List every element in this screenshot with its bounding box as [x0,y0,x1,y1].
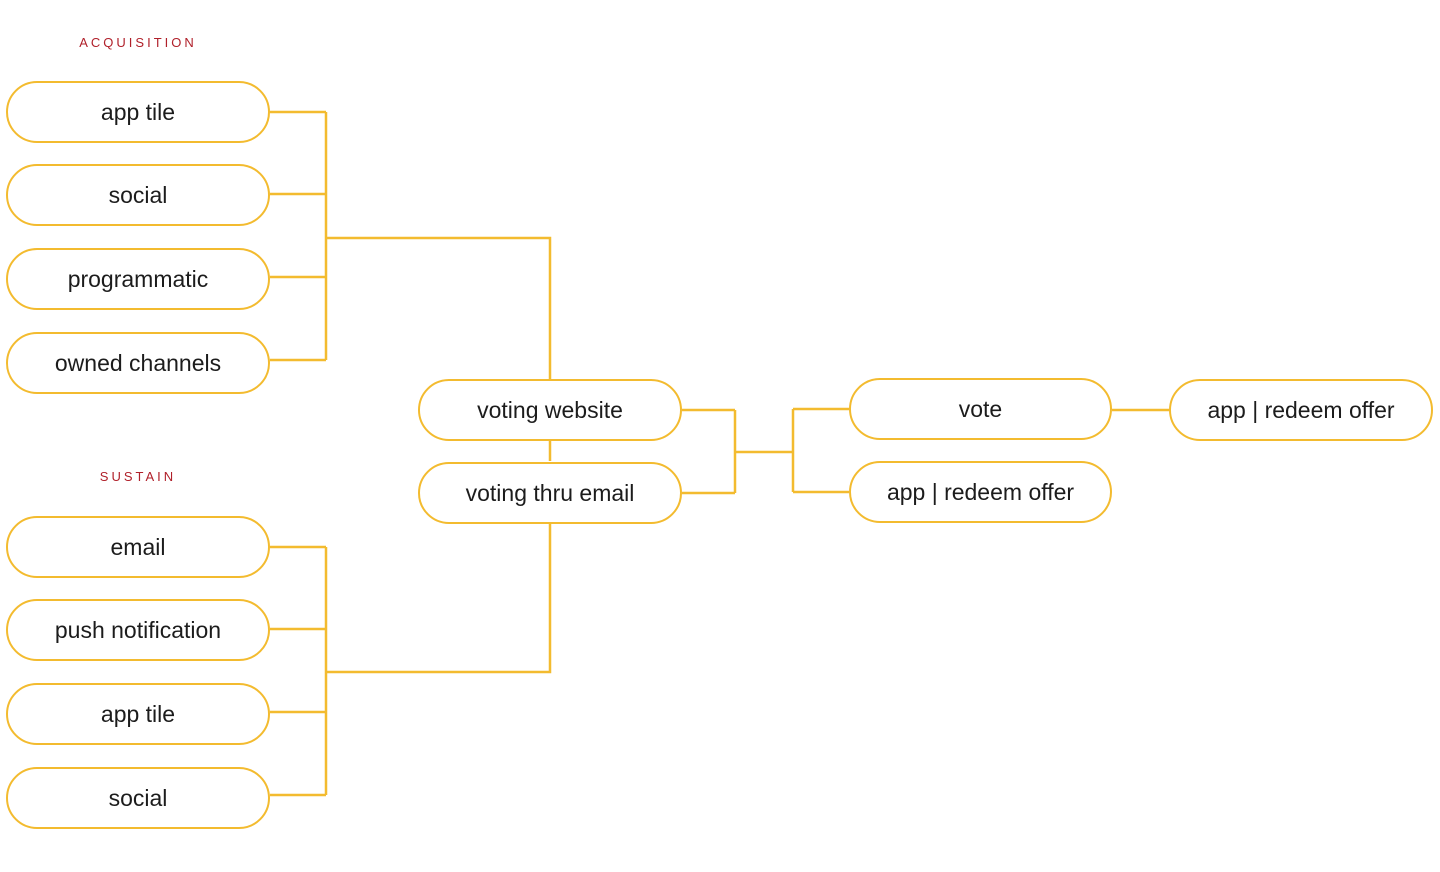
node-acquisition-app-tile: app tile [6,81,270,143]
node-vote-app-redeem-offer: app | redeem offer [1169,379,1433,441]
node-voting-thru-email: voting thru email [418,462,682,524]
section-label-acquisition: ACQUISITION [79,35,197,50]
node-acquisition-programmatic: programmatic [6,248,270,310]
connector-sus-to-email [326,524,552,674]
node-sustain-social: social [6,767,270,829]
node-sustain-app-tile: app tile [6,683,270,745]
node-sustain-email: email [6,516,270,578]
node-acquisition-social: social [6,164,270,226]
node-sustain-push-notification: push notification [6,599,270,661]
node-app-redeem-offer: app | redeem offer [849,461,1112,523]
connector-acq-to-website [326,236,552,379]
node-vote: vote [849,378,1112,440]
node-acquisition-owned-channels: owned channels [6,332,270,394]
node-voting-website: voting website [418,379,682,441]
section-label-sustain: SUSTAIN [99,469,177,484]
